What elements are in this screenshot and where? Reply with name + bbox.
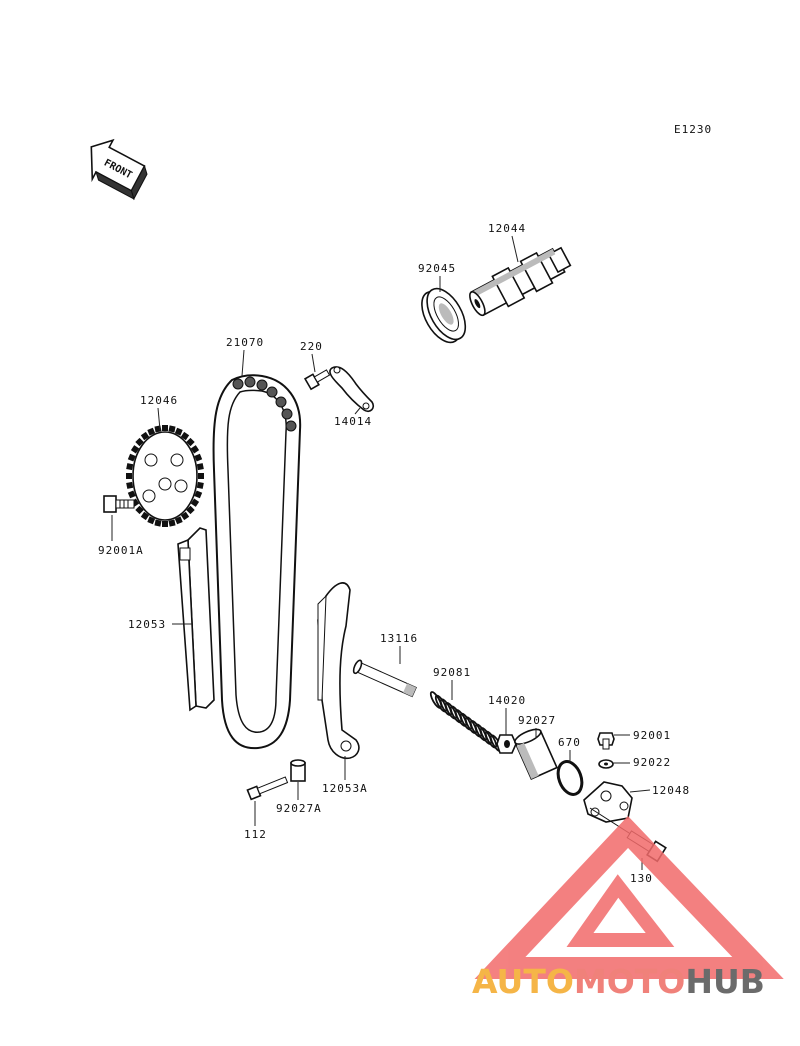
washer — [598, 759, 614, 769]
plate — [329, 366, 375, 413]
tensioner-guide — [317, 582, 360, 760]
label-bolt-92001: 92001 — [633, 729, 671, 742]
label-collar-a: 92027A — [276, 802, 322, 815]
bearing — [421, 287, 467, 344]
watermark-text-auto: AUTO — [472, 962, 574, 1001]
front-arrow-icon: FRONT — [90, 138, 148, 201]
oring — [556, 760, 584, 796]
label-nut: 14020 — [488, 694, 526, 707]
bolt-112 — [246, 776, 289, 801]
label-collar: 92027 — [518, 714, 556, 727]
label-sprocket-bolt: 92001A — [98, 544, 144, 557]
diagram-code: E1230 — [674, 123, 712, 136]
collar-a — [290, 759, 306, 782]
pin — [352, 659, 417, 698]
camshaft — [469, 246, 572, 317]
label-chain: 21070 — [226, 336, 264, 349]
label-sprocket: 12046 — [140, 394, 178, 407]
label-bolt-220: 220 — [300, 340, 323, 353]
sprocket — [126, 425, 204, 527]
label-pin: 13116 — [380, 632, 418, 645]
watermark-text: AUTOMOTOHUB — [472, 962, 765, 1001]
collar — [514, 728, 558, 781]
label-plate: 14014 — [334, 415, 372, 428]
nut — [496, 734, 517, 754]
watermark-text-moto: MOTO — [574, 962, 685, 1001]
label-bearing: 92045 — [418, 262, 456, 275]
watermark-logo — [474, 816, 784, 979]
bolt-220 — [303, 369, 331, 391]
label-bolt-112: 112 — [244, 828, 267, 841]
label-oring: 670 — [558, 736, 581, 749]
label-chain-guide: 12053 — [128, 618, 166, 631]
label-tensioner-guide: 12053A — [322, 782, 368, 795]
label-tensioner: 12048 — [652, 784, 690, 797]
chain-guide — [177, 527, 215, 712]
label-camshaft: 12044 — [488, 222, 526, 235]
timing-chain — [212, 374, 302, 750]
sprocket-bolt — [103, 495, 135, 513]
label-bolt-130: 130 — [630, 872, 653, 885]
watermark-text-hub: HUB — [685, 962, 765, 1001]
bolt-92001 — [597, 732, 615, 750]
label-washer: 92022 — [633, 756, 671, 769]
label-spring: 92081 — [433, 666, 471, 679]
